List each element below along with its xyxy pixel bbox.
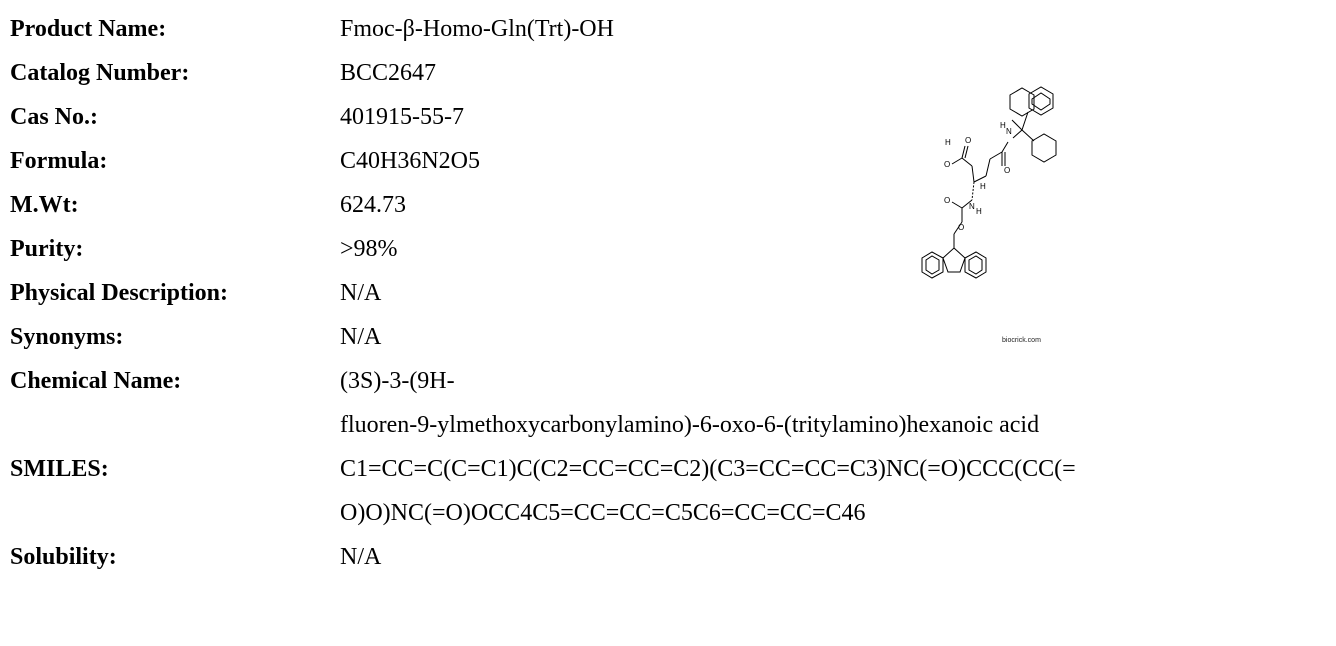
field-label: M.Wt: [10,192,79,218]
atom-n: N [969,202,975,211]
field-label: SMILES: [10,456,109,482]
field-value: >98% [340,236,398,262]
field-value: C1=CC=C(C=C1)C(C2=CC=CC=C2)(C3=CC=CC=C3)… [340,456,1076,482]
atom-h: H [945,138,951,147]
atom-h: H [976,207,982,216]
field-value: fluoren-9-ylmethoxycarbonylamino)-6-oxo-… [340,412,1040,438]
field-value: N/A [340,280,382,306]
atom-o: O [965,136,971,145]
field-value: C40H36N2O5 [340,148,481,174]
field-label: Product Name: [10,16,167,42]
atom-h: H [980,182,986,191]
field-label: Formula: [10,148,108,174]
field-value: 624.73 [340,192,406,218]
field-label: Synonyms: [10,324,124,350]
atom-o: O [944,160,950,169]
field-value: O)O)NC(=O)OCC4C5=CC=CC=C5C6=CC=CC=C46 [340,500,866,526]
structure-watermark: biocrick.com [1002,337,1041,344]
field-value: (3S)-3-(9H- [340,368,455,394]
field-label: Solubility: [10,544,117,570]
atom-o: O [958,223,964,232]
field-label: Physical Description: [10,280,228,306]
field-label: Cas No.: [10,104,98,130]
atom-n: N [1006,127,1012,136]
field-value: 401915-55-7 [340,104,464,130]
field-value: BCC2647 [340,60,437,86]
field-value: N/A [340,544,382,570]
chemical-structure-svg: N H O O H O H N H O O biocrick.com [921,86,1057,344]
atom-o: O [944,196,950,205]
field-value: N/A [340,324,382,350]
field-value: Fmoc-β-Homo-Gln(Trt)-OH [340,16,614,42]
field-label: Chemical Name: [10,368,182,394]
field-label: Catalog Number: [10,60,190,86]
chemical-structure-image: N H O O H O H N H O O biocrick.com [910,72,1060,352]
atom-h: H [1000,121,1006,130]
field-label: Purity: [10,236,84,262]
atom-o: O [1004,166,1010,175]
